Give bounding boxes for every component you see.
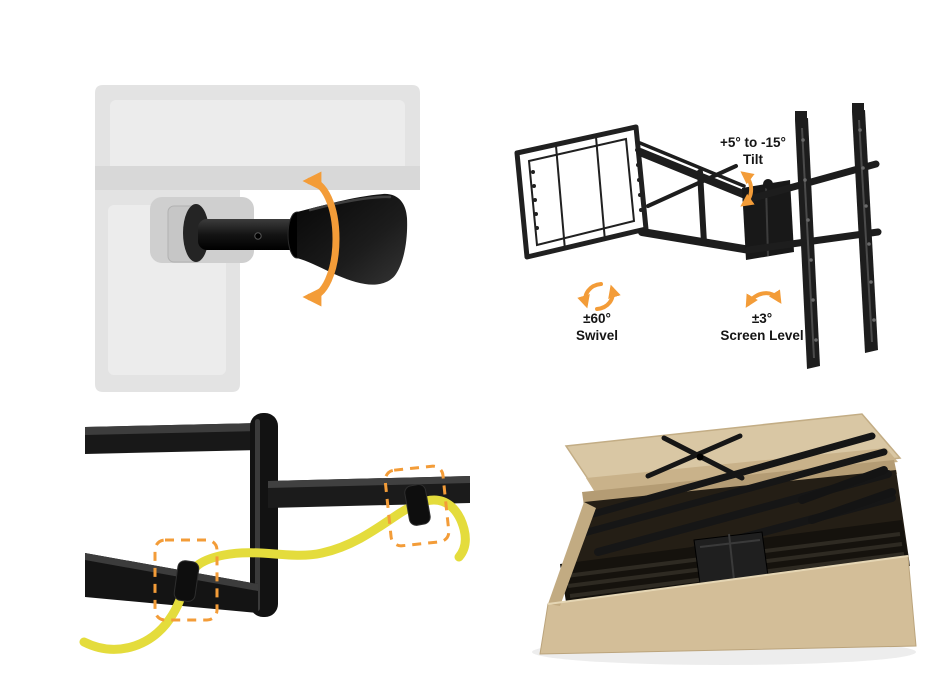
screen-level-arrow-icon (745, 289, 782, 308)
panel-packed-box (532, 413, 917, 665)
box-left-wall (548, 502, 596, 606)
swivel-value: ±60° (583, 311, 611, 326)
panel-mount-angle-diagram: +5° to -15° Tilt ±60° Swivel ±3° Screen … (514, 103, 882, 369)
arm-assembly (85, 413, 470, 617)
rotation-loop-arrow-icon (302, 171, 340, 307)
tilt-arrow-icon (740, 171, 755, 207)
panel-swivel-joint-closeup (95, 85, 420, 392)
protruding-arm-parts (798, 466, 896, 524)
packed-vesa-plate (693, 531, 769, 585)
articulating-arms (636, 141, 754, 254)
wall-plate (514, 124, 649, 260)
swivel-arrows-icon (577, 282, 621, 311)
swivel-label: Swivel (576, 328, 618, 343)
tilt-value: +5° to -15° (720, 135, 786, 150)
clip-highlight-boxes (153, 464, 451, 622)
screen-level-label: Screen Level (720, 328, 803, 343)
panel-cable-management (79, 413, 470, 654)
power-cable (79, 495, 470, 654)
tv-rails (795, 103, 878, 369)
box-front-edge (547, 555, 909, 605)
swivel-joint (167, 193, 408, 285)
screen-level-value: ±3° (752, 311, 772, 326)
tilt-label: Tilt (743, 152, 764, 167)
cable-clips (173, 484, 431, 602)
